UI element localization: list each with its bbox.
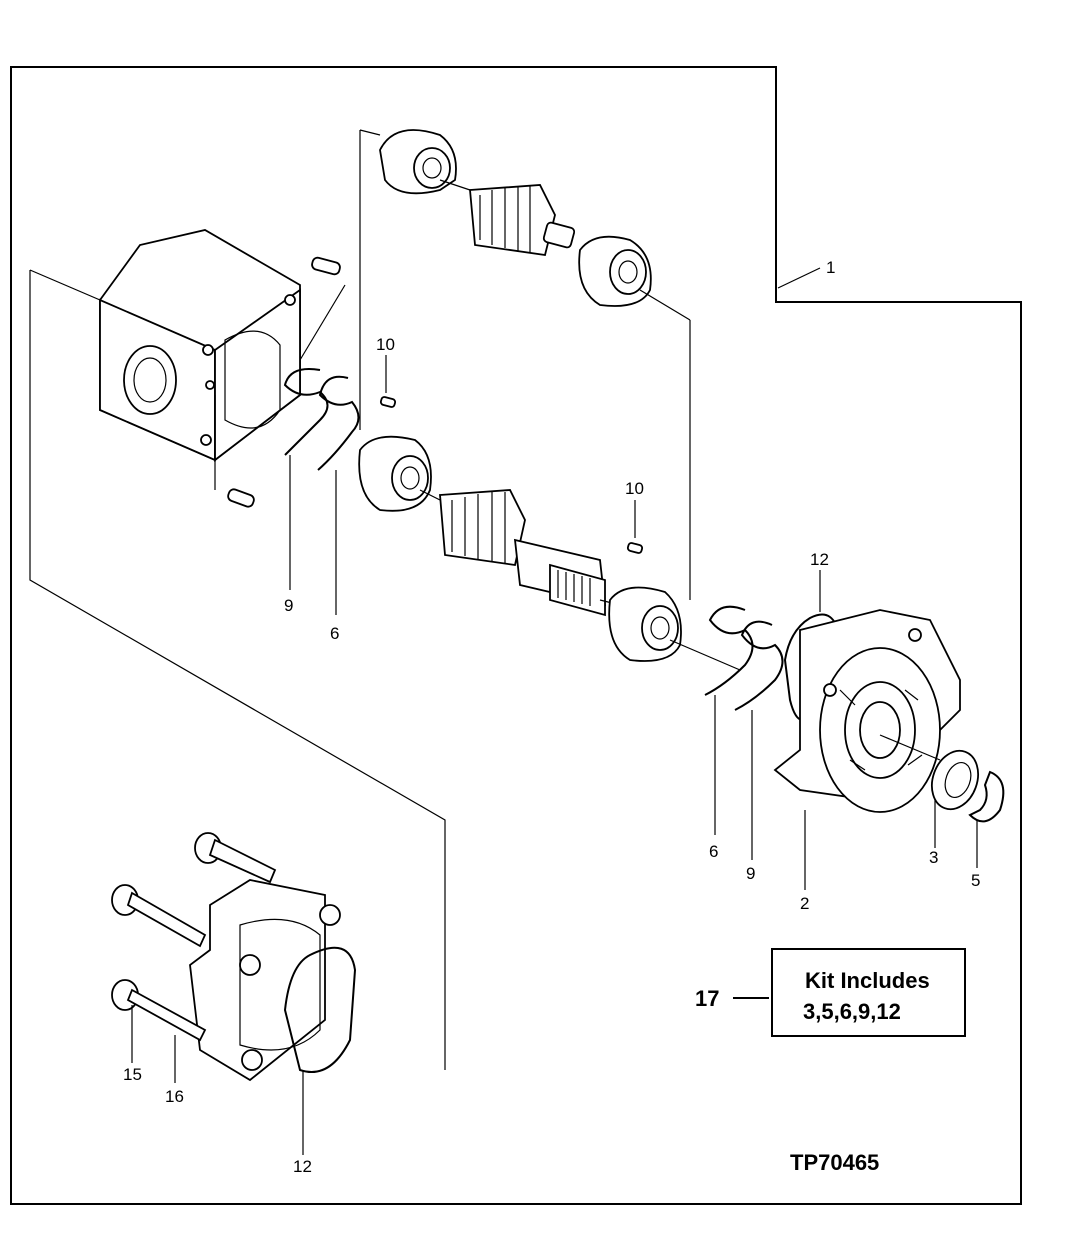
callout-15: 15	[123, 1065, 142, 1084]
bushing-middle-right	[608, 586, 682, 662]
rear-cover	[189, 879, 341, 1082]
kit-items: 3,5,6,9,12	[803, 999, 901, 1024]
figure-id: TP70465	[790, 1150, 880, 1175]
kit-title: Kit Includes	[805, 968, 930, 993]
dowel-pin-upper	[311, 256, 341, 276]
callout-6-right: 6	[709, 842, 718, 861]
front-cover	[773, 609, 961, 813]
bushing-upper-left	[379, 129, 457, 195]
callout-1: 1	[826, 258, 835, 277]
pin-10-upper	[379, 396, 397, 408]
diagram-frame	[10, 66, 1022, 1205]
kit-number: 17	[695, 986, 720, 1011]
callout-12-rear: 12	[293, 1157, 312, 1176]
callout-12-right: 12	[810, 550, 829, 569]
callout-3: 3	[929, 848, 938, 867]
callout-16: 16	[165, 1087, 184, 1106]
o-ring-12-rear	[283, 946, 357, 1073]
leader-1	[777, 267, 821, 289]
callout-2: 2	[800, 894, 809, 913]
seal-9-right	[734, 620, 784, 711]
kit-includes-box: Kit Includes 3,5,6,9,12	[771, 948, 966, 1037]
seal-6-left	[317, 375, 360, 471]
snap-ring-5	[968, 770, 1005, 823]
bushing-middle-left	[358, 435, 432, 512]
shaft-seal-3	[931, 749, 979, 811]
pin-10-lower	[626, 542, 644, 554]
bolt-lower	[111, 979, 207, 1042]
bolt-upper	[194, 832, 277, 884]
seal-6-right	[704, 605, 754, 696]
callout-9-left: 9	[284, 596, 293, 615]
callout-9-right: 9	[746, 864, 755, 883]
callout-5: 5	[971, 871, 980, 890]
callout-10-lower: 10	[625, 479, 644, 498]
kit-leader	[733, 997, 769, 999]
callout-10-upper: 10	[376, 335, 395, 354]
driven-gear	[439, 179, 576, 257]
drive-gear-shaft	[439, 489, 607, 617]
gear-housing	[99, 229, 301, 462]
callout-6-left: 6	[330, 624, 339, 643]
bolt-middle	[111, 884, 207, 948]
bushing-upper-right	[578, 235, 652, 307]
assembly-bracket-left	[29, 270, 446, 1070]
dowel-pin-lower	[227, 488, 255, 508]
